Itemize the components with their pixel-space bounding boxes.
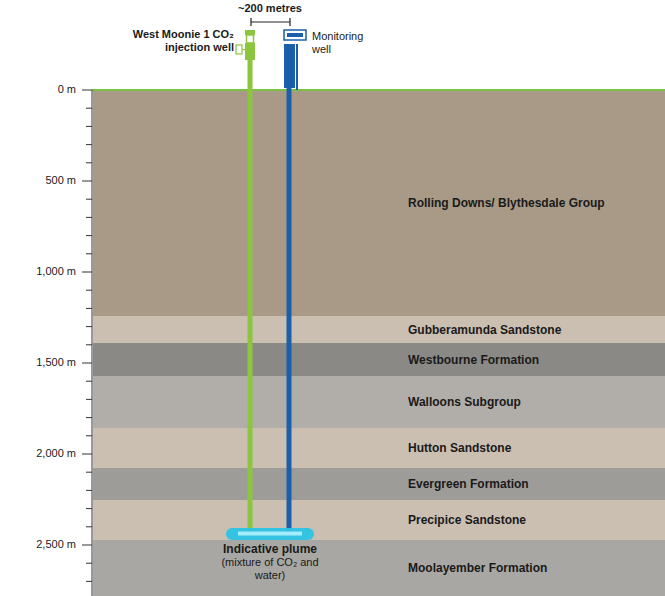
axis-tick — [86, 253, 92, 254]
rock-layer — [93, 376, 665, 428]
rock-layer: Moolayember Formation — [93, 540, 665, 596]
layer-name: Evergreen Formation — [408, 477, 529, 491]
rock-layer: Precipice Sandstone — [93, 500, 665, 540]
axis-tick — [86, 308, 92, 309]
axis-tick — [82, 181, 92, 182]
depth-tick-label: 2,500 m — [10, 538, 76, 551]
axis-tick — [86, 508, 92, 509]
well-label: Monitoring well — [312, 30, 382, 56]
axis-tick — [86, 144, 92, 145]
depth-tick-label: 1,000 m — [10, 265, 76, 278]
depth-axis — [92, 90, 93, 596]
rock-layer: Walloons Subgroup — [93, 376, 665, 428]
plume-note: (mixture of CO₂ and water) — [218, 556, 322, 582]
axis-tick — [86, 381, 92, 382]
axis-tick — [86, 435, 92, 436]
depth-tick-label: 2,000 m — [10, 447, 76, 460]
injection-well — [236, 30, 262, 535]
plume-shape — [218, 527, 322, 541]
rock-layer: Rolling Downs/ Blythesdale Group — [93, 90, 665, 316]
rock-layer: Gubberamunda Sandstone — [93, 316, 665, 343]
axis-tick — [86, 199, 92, 200]
axis-tick — [86, 217, 92, 218]
co2-plume: Indicative plume(mixture of CO₂ and wate… — [218, 527, 322, 584]
axis-tick — [86, 490, 92, 491]
axis-tick — [86, 526, 92, 527]
axis-tick — [86, 108, 92, 109]
axis-tick — [86, 472, 92, 473]
axis-tick — [86, 326, 92, 327]
axis-tick — [86, 126, 92, 127]
layer-name: Westbourne Formation — [408, 353, 539, 367]
axis-tick — [82, 454, 92, 455]
depth-tick-label: 0 m — [10, 83, 76, 96]
layer-name: Precipice Sandstone — [408, 513, 526, 527]
axis-tick — [82, 90, 92, 91]
axis-tick — [86, 235, 92, 236]
scale-label: ~200 metres — [220, 2, 320, 15]
rock-layer — [93, 468, 665, 500]
rock-layer — [93, 343, 665, 376]
axis-tick — [86, 290, 92, 291]
layer-name: Gubberamunda Sandstone — [408, 323, 561, 337]
monitoring-well — [277, 30, 306, 535]
layer-name: Moolayember Formation — [408, 561, 547, 575]
axis-tick — [82, 272, 92, 273]
rock-layer — [93, 316, 665, 343]
axis-tick — [86, 417, 92, 418]
rock-layer — [93, 428, 665, 468]
rock-layer — [93, 500, 665, 540]
rock-layer — [93, 90, 665, 316]
axis-tick — [86, 344, 92, 345]
layer-name: Walloons Subgroup — [408, 395, 521, 409]
layer-name: Rolling Downs/ Blythesdale Group — [408, 196, 605, 210]
scale-bar — [251, 18, 290, 26]
axis-tick — [86, 162, 92, 163]
plume-heading: Indicative plume — [218, 543, 322, 556]
layer-name: Hutton Sandstone — [408, 441, 511, 455]
rock-layer — [93, 540, 665, 596]
axis-tick — [86, 399, 92, 400]
rock-layer: Hutton Sandstone — [93, 428, 665, 468]
ground-line — [92, 89, 665, 91]
axis-tick — [86, 563, 92, 564]
axis-tick — [82, 363, 92, 364]
rock-layer: Evergreen Formation — [93, 468, 665, 500]
well-label: West Moonie 1 CO₂ injection well — [122, 28, 234, 54]
axis-tick — [82, 545, 92, 546]
axis-tick — [86, 581, 92, 582]
depth-tick-label: 1,500 m — [10, 356, 76, 369]
depth-tick-label: 500 m — [10, 174, 76, 187]
rock-layer: Westbourne Formation — [93, 343, 665, 376]
